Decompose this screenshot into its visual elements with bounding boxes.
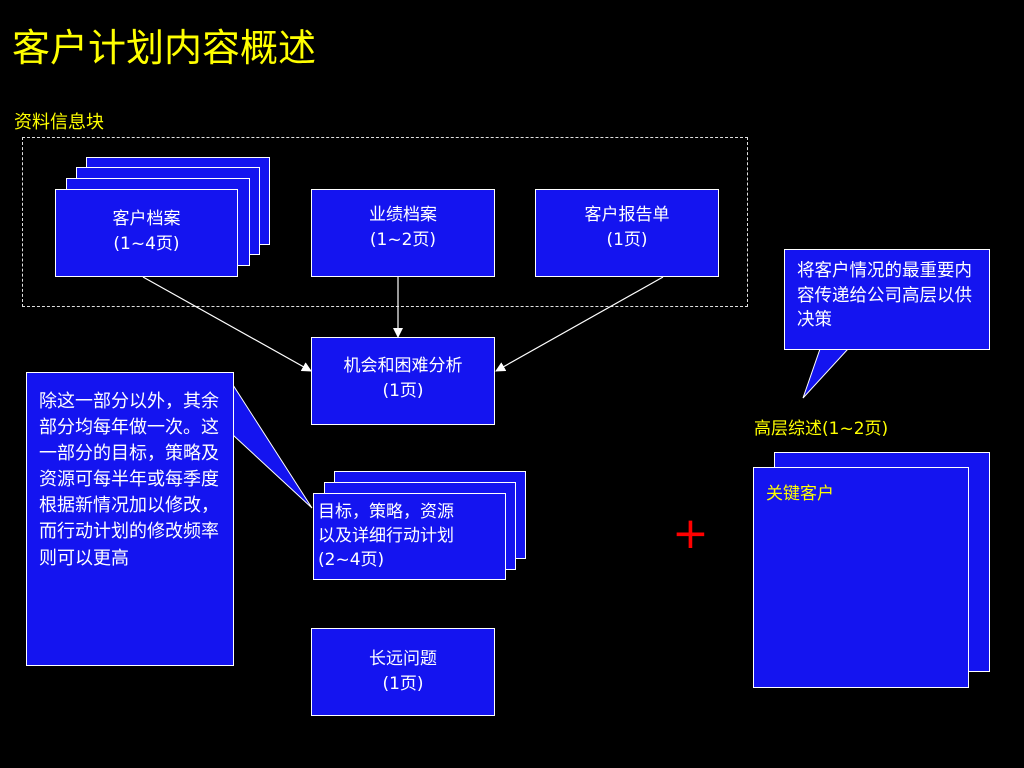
right-callout-note: 将客户情况的最重要内容传递给公司高层以供决策 [784, 249, 990, 350]
opportunity-analysis-line2: (1页) [382, 380, 424, 401]
customer-file-line1: 客户档案 [112, 209, 181, 229]
long-term-issues-line2: (1页) [382, 673, 424, 694]
performance-file-box: 业绩档案 (1~2页) [311, 189, 495, 277]
opportunity-analysis-box: 机会和困难分析 (1页) [311, 337, 495, 425]
goals-strategy-line2: 以及详细行动计划 [318, 526, 454, 547]
customer-report-line1: 客户报告单 [584, 205, 670, 225]
performance-file-line2: (1~2页) [369, 229, 437, 250]
performance-file-line1: 业绩档案 [369, 205, 437, 225]
goals-strategy-box: 目标，策略，资源 以及详细行动计划 (2~4页) [313, 493, 506, 580]
left-callout-note: 除这一部分以外，其余部分均每年做一次。这一部分的目标，策略及资源可每半年或每季度… [26, 372, 234, 666]
customer-file-box: 客户档案 (1~4页) [55, 189, 238, 277]
right-callout-text: 将客户情况的最重要内容传递给公司高层以供决策 [797, 261, 972, 330]
slide-title: 客户计划内容概述 [12, 26, 317, 70]
left-callout-tail [232, 383, 313, 509]
arrow-customer-file [142, 276, 312, 372]
info-block-region [22, 137, 748, 307]
customer-report-box: 客户报告单 (1页) [535, 189, 719, 277]
key-customers-box: 关键客户 [753, 467, 969, 688]
opportunity-analysis-line1: 机会和困难分析 [343, 356, 463, 376]
executive-summary-label: 高层综述(1~2页) [754, 419, 889, 439]
customer-report-line2: (1页) [606, 229, 648, 250]
goals-strategy-line3: (2~4页) [318, 550, 385, 571]
customer-file-line2: (1~4页) [113, 233, 180, 254]
right-callout-tail [802, 348, 850, 399]
plus-symbol: + [672, 508, 709, 559]
goals-strategy-line1: 目标，策略，资源 [318, 502, 454, 522]
arrow-customer-report [495, 276, 664, 372]
key-customers-label: 关键客户 [766, 484, 834, 504]
long-term-issues-box: 长远问题 (1页) [311, 628, 495, 716]
section-label: 资料信息块 [14, 112, 104, 133]
left-callout-text: 除这一部分以外，其余部分均每年做一次。这一部分的目标，策略及资源可每半年或每季度… [39, 391, 219, 569]
long-term-issues-line1: 长远问题 [369, 649, 437, 669]
